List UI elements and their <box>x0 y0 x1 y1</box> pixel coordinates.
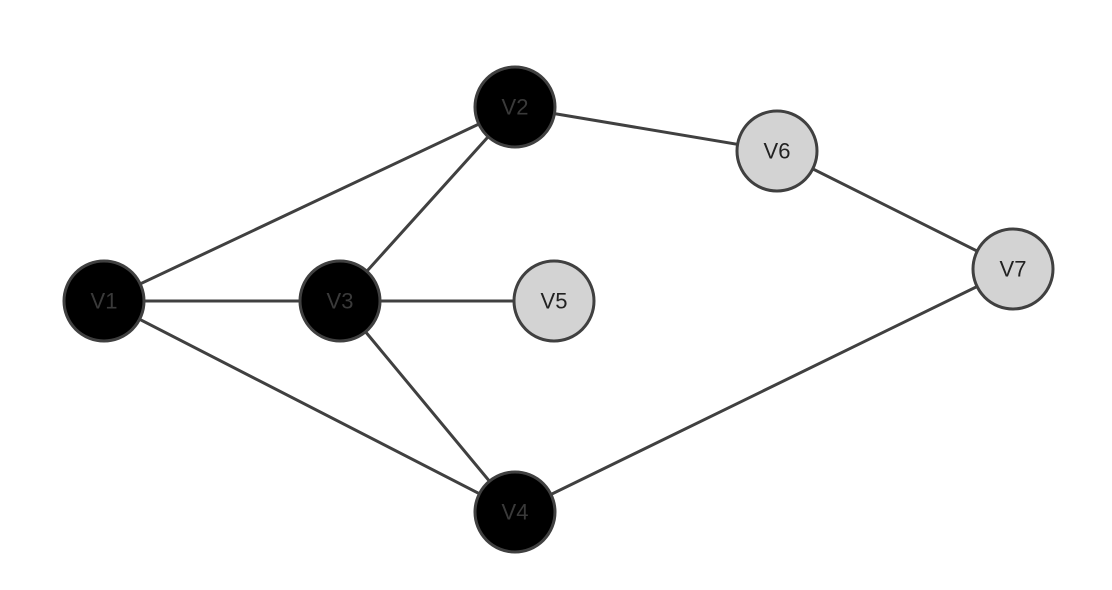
node-v2-circle <box>473 65 557 149</box>
node-v7: V7 <box>971 227 1055 311</box>
node-v5-circle <box>512 259 596 343</box>
edge-v2-v3 <box>338 105 517 303</box>
node-v3-label: V3 <box>327 289 354 314</box>
node-v2: V2 <box>473 65 557 149</box>
edge-v1-v4 <box>102 299 517 514</box>
node-v6-circle <box>735 109 819 193</box>
node-v4-circle <box>473 470 557 554</box>
node-v7-label: V7 <box>1000 257 1027 282</box>
node-v5-label: V5 <box>541 289 568 314</box>
edge-v7-v4 <box>513 267 1015 514</box>
edge-v1-v2 <box>102 105 517 303</box>
edge-v6-v7 <box>775 149 1015 271</box>
node-v4: V4 <box>473 470 557 554</box>
node-v5: V5 <box>512 259 596 343</box>
node-v3: V3 <box>298 259 382 343</box>
edge-v2-v6 <box>513 105 779 153</box>
node-v4-label: V4 <box>502 500 529 525</box>
node-v1: V1 <box>62 259 146 343</box>
node-v6: V6 <box>735 109 819 193</box>
node-v1-label: V1 <box>91 289 118 314</box>
node-v7-circle <box>971 227 1055 311</box>
node-v1-circle <box>62 259 146 343</box>
node-v3-circle <box>298 259 382 343</box>
edge-v3-v4 <box>338 299 517 514</box>
node-v6-label: V6 <box>764 139 791 164</box>
node-v2-label: V2 <box>502 95 529 120</box>
